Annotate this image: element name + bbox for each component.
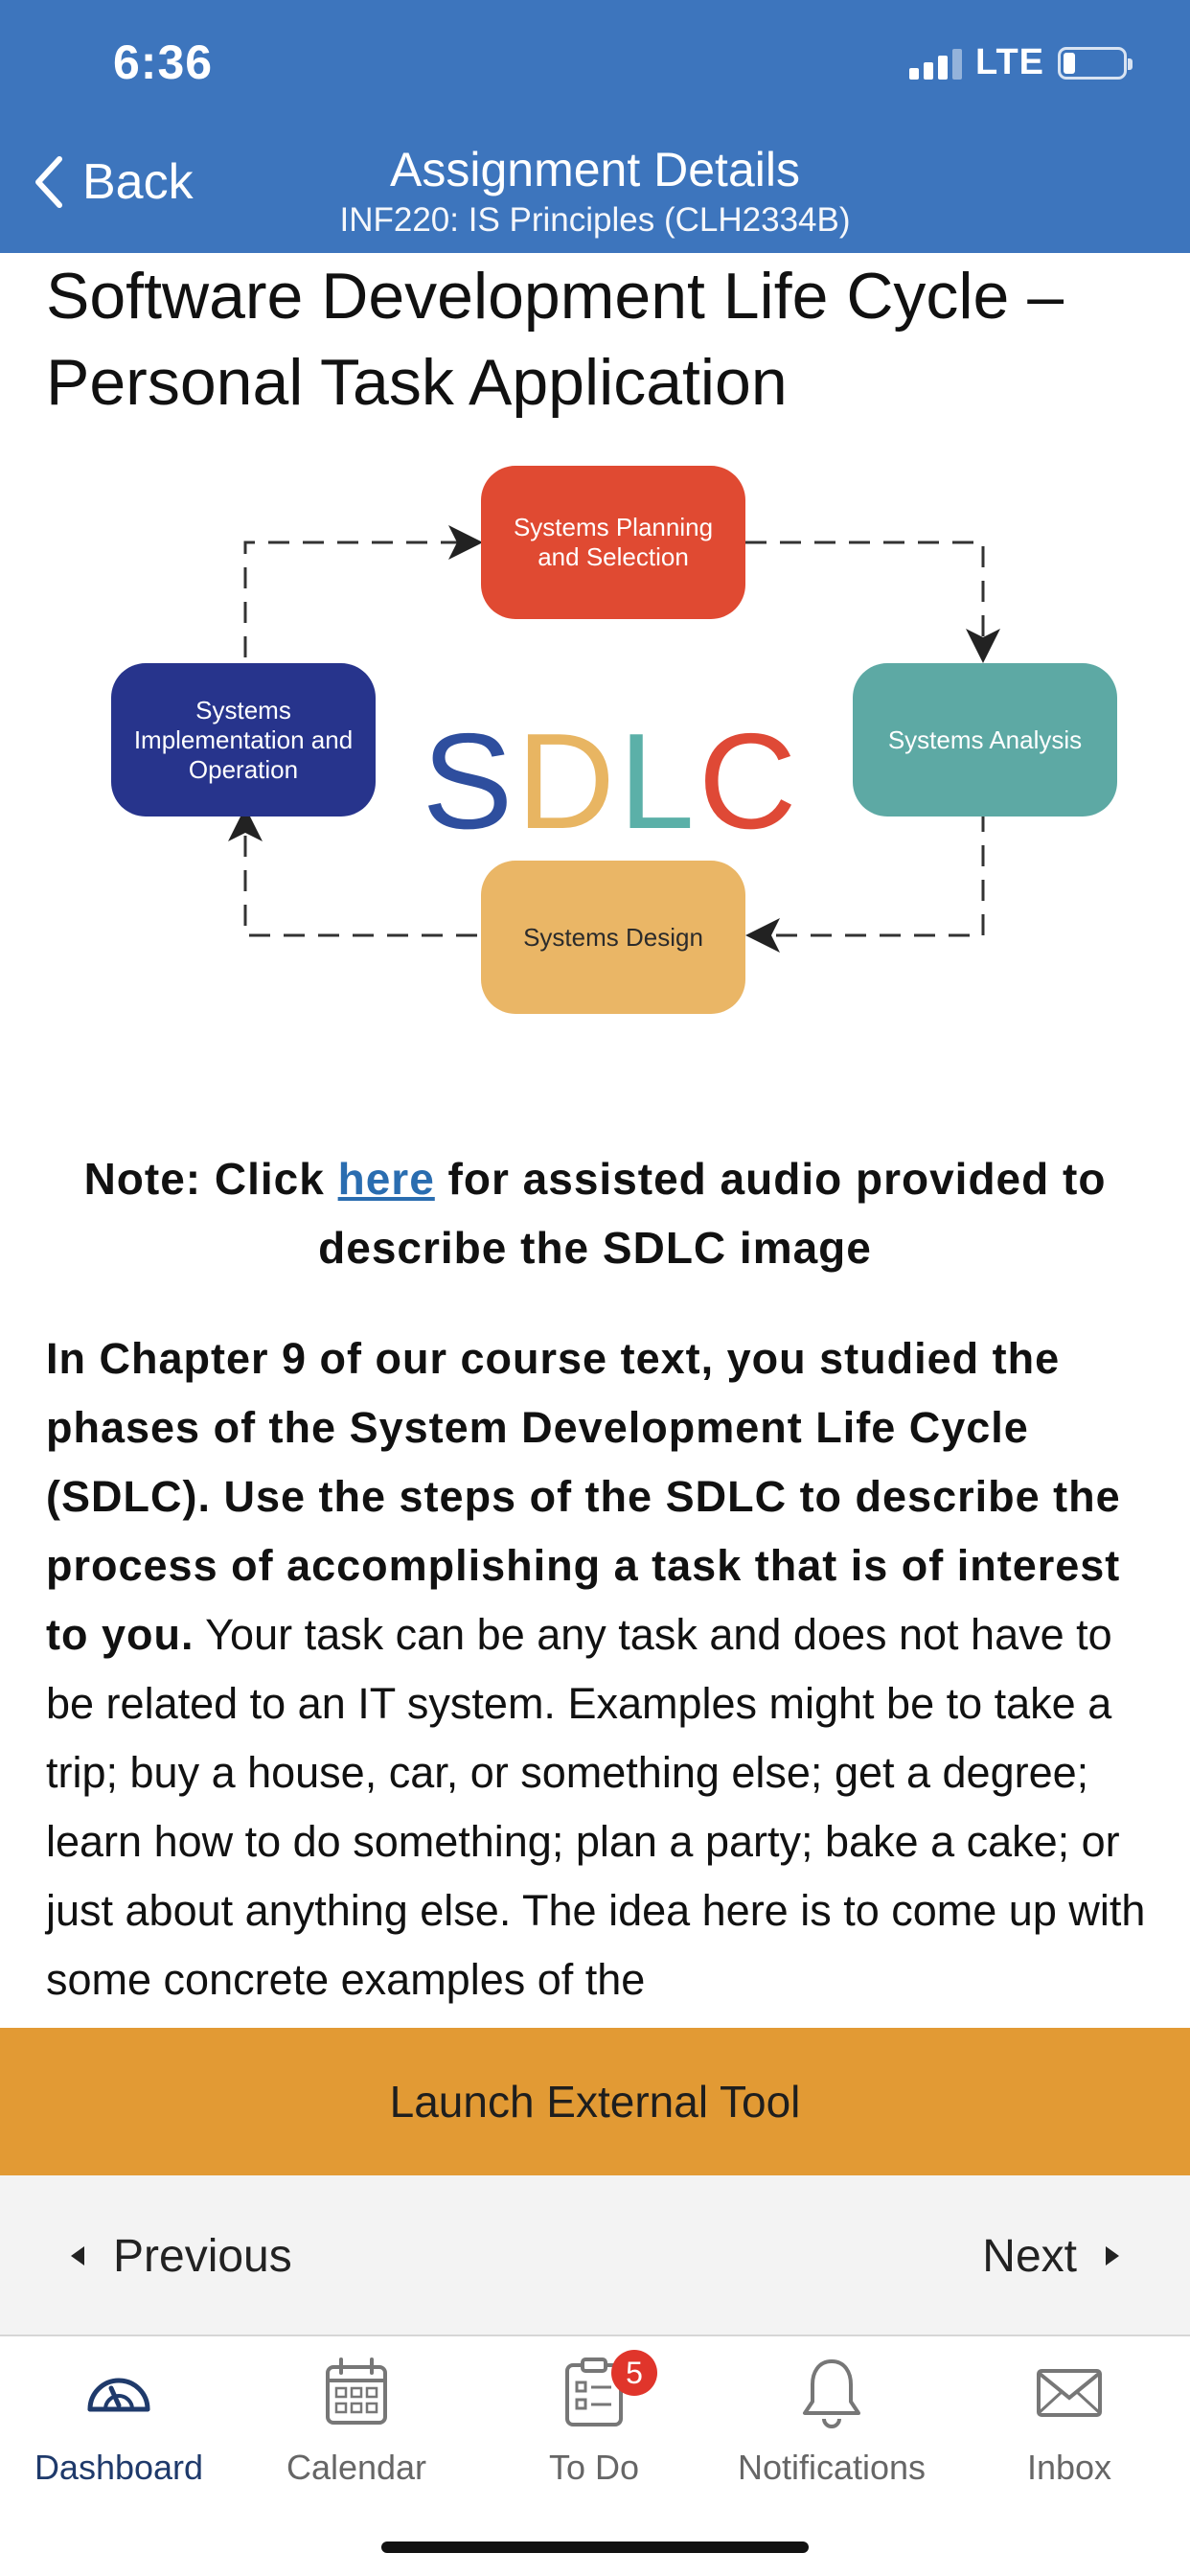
signal-icon bbox=[909, 47, 963, 80]
bottom-tab-bar: Dashboard Calendar 5 To Do bbox=[0, 2336, 1190, 2576]
sdlc-center-word: SDLC bbox=[94, 705, 1129, 859]
node-design: Systems Design bbox=[481, 861, 745, 1014]
previous-label: Previous bbox=[113, 2230, 292, 2282]
tab-label: To Do bbox=[548, 2448, 640, 2487]
cycle-arrows bbox=[228, 525, 1000, 953]
tab-calendar[interactable]: Calendar bbox=[241, 2356, 471, 2488]
node-planning: Systems Planning and Selection bbox=[481, 466, 745, 619]
next-button[interactable]: Next bbox=[982, 2175, 1121, 2336]
audio-note: Note: Click here for assisted audio prov… bbox=[83, 1154, 1107, 1273]
back-button[interactable]: Back bbox=[33, 153, 194, 211]
bell-icon bbox=[803, 2359, 860, 2428]
sdlc-letter: D bbox=[516, 705, 619, 858]
tab-label: Dashboard bbox=[34, 2448, 204, 2487]
chevron-left-icon bbox=[35, 156, 62, 208]
app-header: 6:36 LTE Back Assignment Details INF220:… bbox=[0, 0, 1190, 253]
todo-icon bbox=[565, 2358, 623, 2426]
node-analysis: Systems Analysis bbox=[853, 663, 1117, 816]
caret-left-icon bbox=[71, 2246, 84, 2266]
tab-label: Notifications bbox=[737, 2448, 927, 2487]
pager-bar: Previous Next bbox=[0, 2175, 1190, 2336]
network-label: LTE bbox=[975, 42, 1044, 82]
assignment-content[interactable]: Software Development Life Cycle – Person… bbox=[0, 253, 1190, 2028]
launch-external-tool-button[interactable]: Launch External Tool bbox=[0, 2028, 1190, 2175]
description-regular: Your task can be any task and does not h… bbox=[46, 1610, 1146, 2004]
caret-right-icon bbox=[1106, 2246, 1119, 2266]
description-bold: In Chapter 9 of our course text, you stu… bbox=[46, 1334, 1121, 1659]
node-implementation: Systems Implementation and Operation bbox=[111, 663, 376, 816]
sdlc-letter: C bbox=[698, 705, 801, 858]
tab-dashboard[interactable]: Dashboard bbox=[4, 2356, 234, 2488]
sdlc-letter: L bbox=[618, 705, 698, 858]
status-indicators: LTE bbox=[909, 42, 1133, 83]
assignment-title: Software Development Life Cycle – Person… bbox=[46, 260, 1064, 419]
header-title: Assignment Details bbox=[390, 143, 800, 196]
calendar-icon bbox=[326, 2358, 387, 2425]
home-indicator bbox=[381, 2542, 809, 2553]
tab-inbox[interactable]: Inbox bbox=[954, 2356, 1184, 2488]
next-label: Next bbox=[982, 2230, 1077, 2282]
back-label: Back bbox=[82, 154, 194, 210]
battery-icon bbox=[1058, 46, 1133, 80]
course-subtitle: INF220: IS Principles (CLH2334B) bbox=[339, 201, 851, 239]
envelope-icon bbox=[1037, 2369, 1102, 2417]
sdlc-diagram: Systems Planning and Selection Systems A… bbox=[94, 466, 1129, 1079]
tab-label: Inbox bbox=[1026, 2448, 1112, 2487]
dashboard-icon bbox=[87, 2378, 150, 2412]
tab-todo[interactable]: 5 To Do bbox=[479, 2350, 709, 2488]
audio-here-link[interactable]: here bbox=[337, 1154, 435, 1204]
sdlc-letter: S bbox=[422, 705, 517, 858]
previous-button[interactable]: Previous bbox=[69, 2175, 292, 2336]
tab-label: Calendar bbox=[286, 2448, 427, 2487]
todo-count-badge: 5 bbox=[611, 2350, 657, 2396]
assignment-description: In Chapter 9 of our course text, you stu… bbox=[46, 1324, 1148, 2014]
status-time: 6:36 bbox=[113, 35, 214, 89]
tab-notifications[interactable]: Notifications bbox=[717, 2356, 947, 2488]
